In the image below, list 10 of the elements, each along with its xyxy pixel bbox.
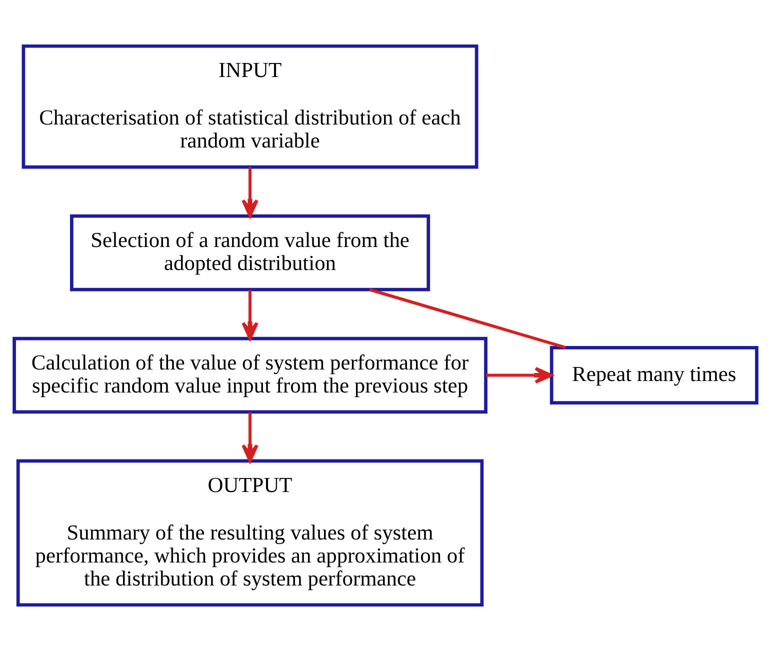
arrow <box>242 167 258 218</box>
node-box: Calculation of the value of system performance for specific random value input from the previous step <box>12 336 488 414</box>
node-box: Repeat many times <box>550 346 758 404</box>
connector <box>369 288 566 350</box>
arrow <box>242 290 258 340</box>
node-box: OUTPUT Summary of the resulting values of system performance, which provides an approximation of the distribution of system performance <box>16 459 484 607</box>
arrow <box>486 366 553 384</box>
arrow <box>242 412 258 462</box>
node-box: Selection of a random value from the adopted distribution <box>70 214 430 292</box>
node-box: INPUT Characterisation of statistical distribution of each random variable <box>22 44 478 169</box>
